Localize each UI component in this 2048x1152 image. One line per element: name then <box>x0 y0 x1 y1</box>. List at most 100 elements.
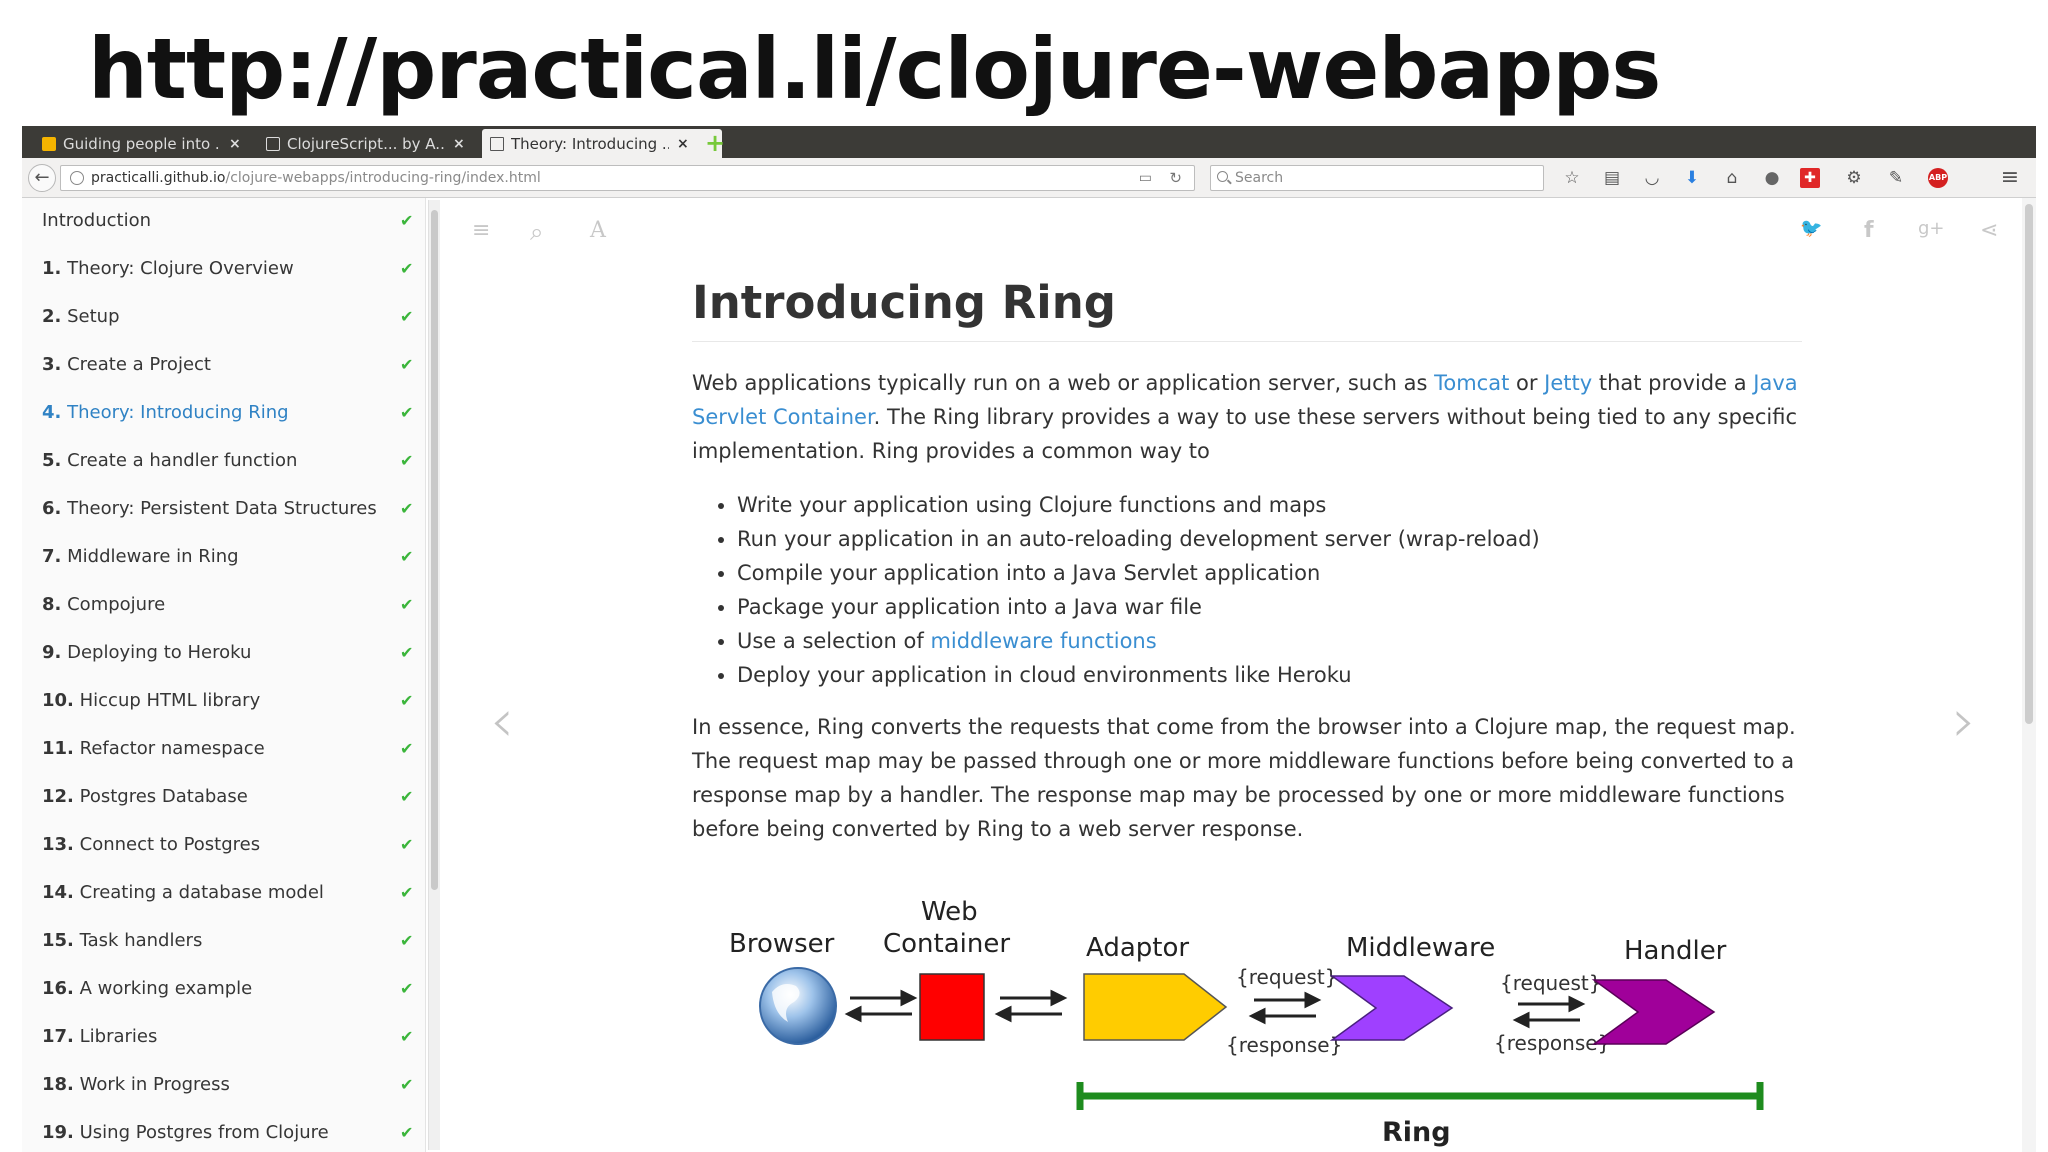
sidebar-item-persistent-data[interactable]: 6. Theory: Persistent Data Structures ✔ <box>22 486 425 534</box>
chapter-title: Compojure <box>67 594 166 615</box>
sidebar-item-heroku[interactable]: 9. Deploying to Heroku ✔ <box>22 630 425 678</box>
chapter-number: 16. <box>42 978 74 999</box>
tomcat-link[interactable]: Tomcat <box>1434 371 1510 395</box>
menu-icon[interactable]: ≡ <box>2000 165 2020 190</box>
sidebar-item-setup[interactable]: 2. Setup ✔ <box>22 294 425 342</box>
sidebar-item-middleware[interactable]: 7. Middleware in Ring ✔ <box>22 534 425 582</box>
twitter-icon[interactable]: 🐦 <box>1800 218 1823 239</box>
close-icon[interactable]: × <box>677 135 689 152</box>
download-icon[interactable]: ⬇ <box>1684 168 1700 188</box>
slide-title: http://practical.li/clojure-webapps <box>88 20 1661 118</box>
check-icon: ✔ <box>400 307 414 326</box>
chapter-number: 5. <box>42 450 62 471</box>
close-icon[interactable]: × <box>229 135 241 152</box>
book-favicon-icon <box>490 136 504 151</box>
tab-theory-introducing[interactable]: Theory: Introducing ... × <box>482 129 722 158</box>
check-icon: ✔ <box>400 835 414 854</box>
sidebar-item-introducing-ring[interactable]: 4. Theory: Introducing Ring ✔ <box>22 390 425 438</box>
sidebar-item-postgres-database[interactable]: 12. Postgres Database ✔ <box>22 774 425 822</box>
site-identity-icon[interactable] <box>70 171 84 185</box>
list-item: Deploy your application in cloud environ… <box>737 658 1802 692</box>
list-item: Use a selection of middleware functions <box>737 624 1802 658</box>
middleware-chevron <box>1329 975 1454 1041</box>
page-scrollbar[interactable] <box>2022 198 2036 1152</box>
chapter-title: Task handlers <box>79 930 203 951</box>
sidebar-item-introduction[interactable]: Introduction ✔ <box>22 198 425 246</box>
chapter-number: 2. <box>42 306 62 327</box>
reload-icon[interactable]: ↻ <box>1169 169 1182 187</box>
page-scrollbar-thumb[interactable] <box>2025 204 2033 724</box>
library-icon[interactable]: ▤ <box>1603 168 1621 188</box>
facebook-icon[interactable]: f <box>1864 218 1874 243</box>
next-page-arrow-icon[interactable]: › <box>1952 686 1976 756</box>
chapter-number: 12. <box>42 786 74 807</box>
navigation-toolbar: ← practicalli.github.io/clojure-webapps/… <box>22 158 2036 198</box>
middleware-functions-link[interactable]: middleware functions <box>930 629 1157 653</box>
sidebar-item-clojure-overview[interactable]: 1. Theory: Clojure Overview ✔ <box>22 246 425 294</box>
chapter-title: A working example <box>79 978 253 999</box>
check-icon: ✔ <box>400 499 414 518</box>
previous-page-arrow-icon[interactable]: ‹ <box>490 686 514 756</box>
arrows-middleware-handler <box>1512 995 1586 1029</box>
font-settings-icon[interactable]: A <box>590 218 606 243</box>
sidebar-item-postgres-clojure[interactable]: 19. Using Postgres from Clojure ✔ <box>22 1110 425 1152</box>
check-icon: ✔ <box>400 547 414 566</box>
chapter-title: Postgres Database <box>79 786 248 807</box>
pen-icon[interactable]: ✎ <box>1888 168 1904 188</box>
sidebar-item-hiccup[interactable]: 10. Hiccup HTML library ✔ <box>22 678 425 726</box>
check-icon: ✔ <box>400 931 414 950</box>
sidebar-item-create-project[interactable]: 3. Create a Project ✔ <box>22 342 425 390</box>
close-icon[interactable]: × <box>453 135 465 152</box>
page-title: Introducing Ring <box>692 276 1802 342</box>
chapter-number: 1. <box>42 258 62 279</box>
url-bar[interactable]: practicalli.github.io/clojure-webapps/in… <box>60 165 1195 191</box>
sidebar-item-handler-function[interactable]: 5. Create a handler function ✔ <box>22 438 425 486</box>
slides-favicon-icon <box>42 136 56 151</box>
sidebar-item-libraries[interactable]: 17. Libraries ✔ <box>22 1014 425 1062</box>
chapter-title: Work in Progress <box>79 1074 230 1095</box>
middleware-label: Middleware <box>1346 933 1495 963</box>
sidebar-item-working-example[interactable]: 16. A working example ✔ <box>22 966 425 1014</box>
sidebar-item-connect-postgres[interactable]: 13. Connect to Postgres ✔ <box>22 822 425 870</box>
addon-icon[interactable]: ✚ <box>1800 168 1820 188</box>
search-icon[interactable]: ⌕ <box>530 218 544 246</box>
adaptor-shape <box>1083 973 1228 1041</box>
bookmark-star-icon[interactable]: ☆ <box>1564 168 1580 188</box>
sidebar-scrollbar[interactable] <box>428 200 440 1150</box>
chapter-number: 17. <box>42 1026 74 1047</box>
sidebar-item-compojure[interactable]: 8. Compojure ✔ <box>22 582 425 630</box>
sidebar-item-task-handlers[interactable]: 15. Task handlers ✔ <box>22 918 425 966</box>
tab-guiding-people[interactable]: Guiding people into ... × <box>34 129 258 158</box>
intro-paragraph: Web applications typically run on a web … <box>692 371 1798 463</box>
pocket-icon[interactable]: ◡ <box>1644 168 1660 188</box>
tab-label: Theory: Introducing ... <box>511 134 669 153</box>
container-label: Container <box>883 929 1010 959</box>
toggle-summary-icon[interactable]: ≡ <box>472 218 491 243</box>
arrows-container-adaptor <box>994 989 1068 1023</box>
arrows-adaptor-middleware <box>1248 991 1322 1025</box>
check-icon: ✔ <box>400 355 414 374</box>
chat-icon[interactable]: ● <box>1764 168 1780 188</box>
sidebar-item-work-in-progress[interactable]: 18. Work in Progress ✔ <box>22 1062 425 1110</box>
tools-icon[interactable]: ⚙ <box>1846 168 1862 188</box>
chapter-number: 18. <box>42 1074 74 1095</box>
search-icon <box>1217 171 1228 182</box>
google-plus-icon[interactable]: g+ <box>1918 218 1945 239</box>
book-summary-sidebar: Introduction ✔ 1. Theory: Clojure Overvi… <box>22 198 426 1152</box>
sidebar-scrollbar-thumb[interactable] <box>431 210 438 890</box>
chapter-title: Theory: Persistent Data Structures <box>67 498 377 519</box>
jetty-link[interactable]: Jetty <box>1544 371 1593 395</box>
java-servlet-link[interactable]: Java Servlet Container <box>692 371 1798 429</box>
back-button[interactable]: ← <box>28 164 56 192</box>
new-tab-button[interactable]: + <box>705 129 726 157</box>
chapter-title: Refactor namespace <box>79 738 265 759</box>
home-icon[interactable]: ⌂ <box>1726 168 1738 188</box>
tab-clojurescript[interactable]: ClojureScript... by A... × <box>258 129 480 158</box>
search-input[interactable]: Search <box>1210 165 1544 191</box>
adblock-icon[interactable]: ABP <box>1928 168 1948 188</box>
check-icon: ✔ <box>400 979 414 998</box>
sidebar-item-database-model[interactable]: 14. Creating a database model ✔ <box>22 870 425 918</box>
reader-view-icon[interactable]: ▭ <box>1138 170 1152 186</box>
share-icon[interactable]: ⋖ <box>1980 218 1999 243</box>
sidebar-item-refactor[interactable]: 11. Refactor namespace ✔ <box>22 726 425 774</box>
